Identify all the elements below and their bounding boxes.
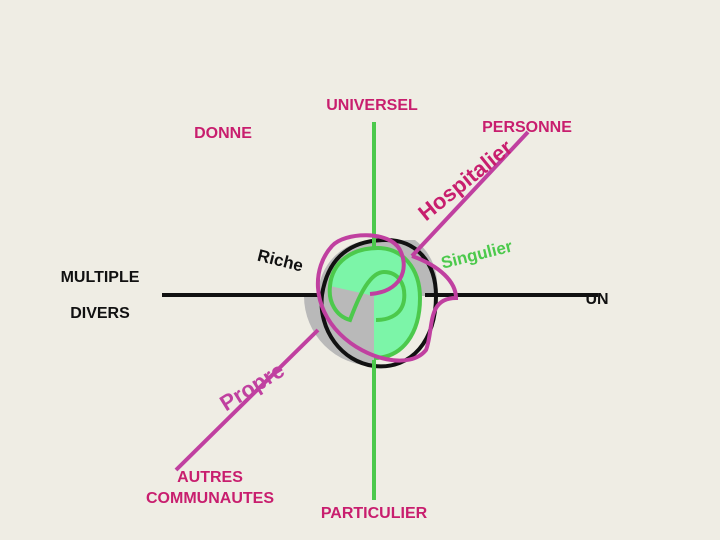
label-communautes: COMMUNAUTES [146,490,274,507]
label-un: UN [585,291,608,308]
label-autres: AUTRES [177,469,243,486]
diagonal-lower [174,328,320,472]
green-spiral [327,245,423,360]
label-propre: Propre [215,357,288,416]
label-hospitalier: Hospitalier [413,134,517,225]
label-universel: UNIVERSEL [326,97,418,114]
label-particulier: PARTICULIER [321,505,428,522]
magenta-spiral [315,233,459,363]
label-divers: DIVERS [70,305,130,322]
label-singulier: Singulier [439,237,515,273]
label-donne: DONNE [194,125,252,142]
label-personne: PERSONNE [482,119,572,136]
diagonal-upper [410,130,530,258]
label-multiple: MULTIPLE [61,269,140,286]
black-spiral [319,237,439,369]
label-riche: Riche [256,246,306,276]
